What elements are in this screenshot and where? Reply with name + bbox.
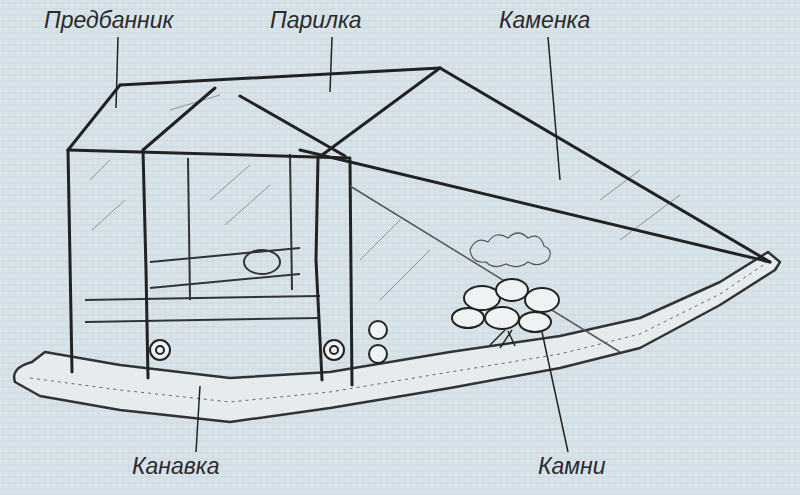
pegs — [150, 321, 387, 363]
stove-pole — [440, 68, 770, 262]
part-label: Каменка — [497, 6, 592, 34]
peg-center — [330, 346, 338, 354]
leader-line — [548, 37, 560, 180]
stone — [485, 307, 519, 329]
back-post — [188, 158, 190, 300]
peg — [150, 340, 170, 360]
film-hatching — [90, 95, 680, 300]
part-label: Камни — [536, 452, 608, 480]
stone — [525, 288, 559, 312]
peg — [369, 345, 387, 363]
ditch-stipple — [30, 262, 768, 402]
hatch — [92, 200, 125, 230]
leader-line — [542, 332, 568, 452]
bench-log — [150, 274, 300, 288]
beam — [318, 68, 440, 158]
stick — [508, 331, 515, 346]
part-label: Предбанник — [42, 6, 175, 34]
hatch — [170, 95, 220, 110]
peg-center — [156, 346, 164, 354]
leader-line — [116, 37, 118, 108]
firewood — [490, 330, 515, 348]
brace — [240, 96, 345, 156]
stone — [496, 279, 528, 301]
peg — [369, 321, 387, 339]
hatch — [210, 165, 250, 200]
leader-line — [196, 386, 200, 452]
leader-line — [330, 37, 332, 92]
film-edge — [350, 186, 620, 352]
ditch-rim — [14, 252, 780, 422]
pole — [68, 150, 72, 372]
log-end — [244, 250, 280, 274]
floor-log — [85, 296, 320, 300]
hatch — [360, 220, 400, 260]
part-label: Парилка — [268, 6, 364, 34]
bench-logs — [85, 154, 320, 322]
stove-pole — [300, 150, 770, 262]
beam — [120, 68, 440, 85]
stone — [519, 312, 551, 332]
pole — [316, 158, 322, 380]
stones — [452, 279, 559, 332]
beam — [68, 85, 120, 150]
part-label: Канавка — [130, 452, 221, 480]
stone — [452, 308, 484, 328]
beam — [143, 88, 215, 150]
hatch — [90, 160, 110, 180]
frame — [68, 68, 770, 385]
stone — [464, 286, 500, 310]
peg — [324, 340, 344, 360]
steam-cloud — [470, 233, 550, 267]
leader-lines — [116, 37, 568, 452]
stick — [500, 330, 512, 348]
pole — [350, 160, 352, 385]
back-post — [290, 154, 292, 290]
hatch — [380, 250, 430, 300]
hatch — [225, 185, 270, 225]
floor-log — [85, 318, 320, 322]
pole — [143, 150, 148, 378]
